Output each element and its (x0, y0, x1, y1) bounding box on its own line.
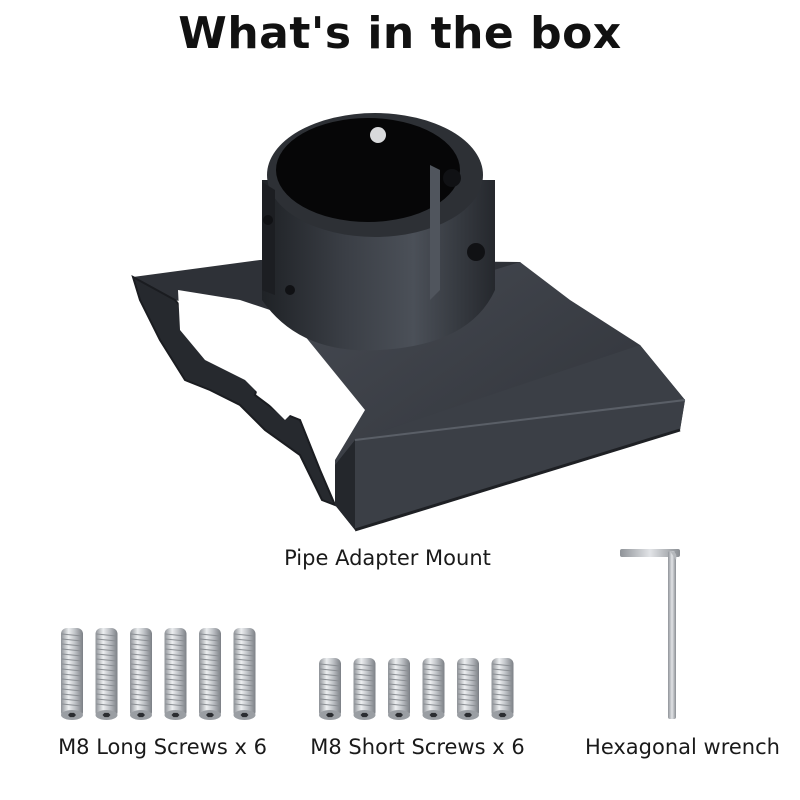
hex-wrench-icon (620, 549, 680, 719)
short-screw-icon (319, 658, 341, 720)
long-screw-icon (233, 628, 256, 720)
pipe-adapter-mount-image (131, 113, 686, 532)
long-screw-icon (61, 628, 83, 720)
wrench-label: Hexagonal wrench (585, 735, 780, 759)
short-screws-label: M8 Short Screws x 6 (310, 735, 525, 759)
short-screw-icon (388, 658, 410, 720)
short-screws-group (319, 658, 514, 720)
short-screw-icon (491, 658, 514, 720)
long-screws-group (61, 628, 256, 720)
long-screws-label: M8 Long Screws x 6 (58, 735, 267, 759)
long-screw-icon (130, 628, 152, 720)
page-title: What's in the box (178, 8, 622, 59)
long-screw-icon (199, 628, 221, 720)
long-screw-icon (164, 628, 187, 720)
short-screw-icon (422, 658, 445, 720)
short-screw-icon (353, 658, 376, 720)
mount-label: Pipe Adapter Mount (284, 546, 491, 570)
short-screw-icon (457, 658, 479, 720)
long-screw-icon (95, 628, 118, 720)
